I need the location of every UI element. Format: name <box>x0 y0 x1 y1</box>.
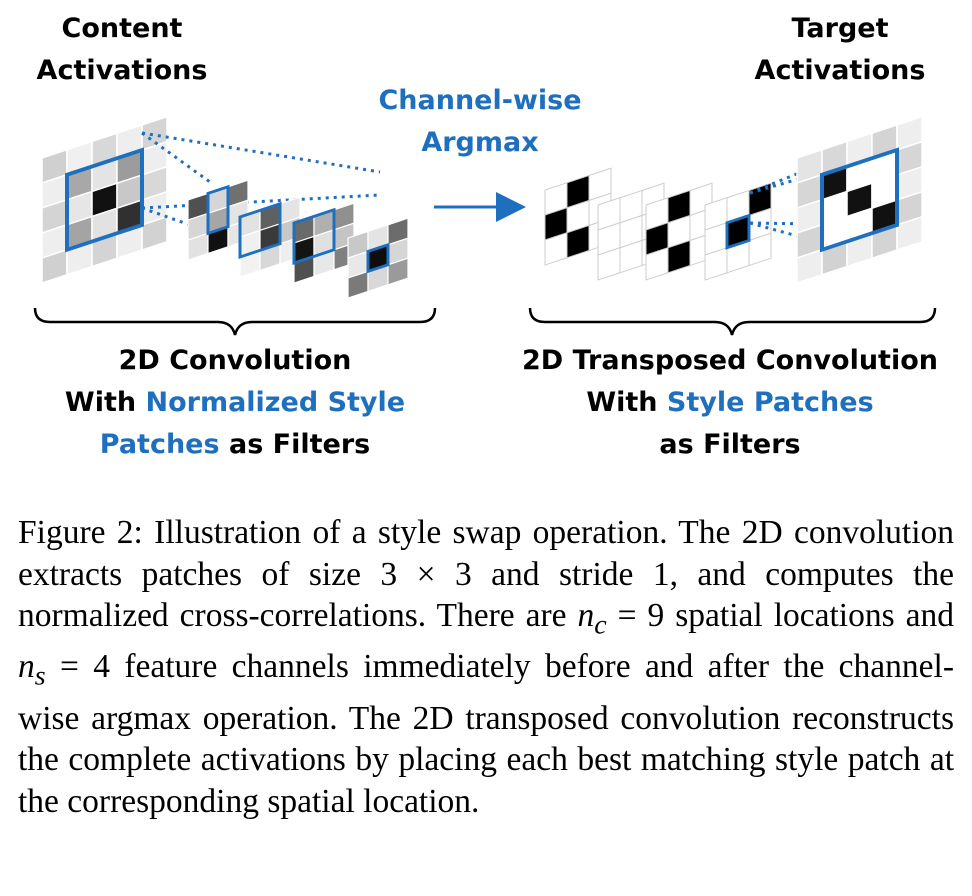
style-swap-diagram <box>33 115 937 336</box>
transposed-convolution-brace <box>528 307 937 336</box>
convolution-brace <box>33 307 437 336</box>
target-activations-grid <box>796 115 923 284</box>
argmax-one-hot-patches <box>544 167 772 281</box>
target-activations-label: Target Activations <box>754 13 926 86</box>
channel-wise-argmax-label: Channel-wise Argmax <box>378 85 582 158</box>
normalized-style-patches <box>187 179 409 299</box>
content-activations-label: Content Activations <box>36 13 208 86</box>
convolution-label: 2D Convolution With Normalized Style Pat… <box>64 345 406 460</box>
content-projection-lines <box>141 131 381 234</box>
figure-caption: Figure 2: Illustration of a style swap o… <box>18 514 954 820</box>
target-projection-lines <box>749 133 893 247</box>
content-activations-grid <box>41 115 168 284</box>
transposed-convolution-label: 2D Transposed Convolution With Style Pat… <box>521 345 938 460</box>
